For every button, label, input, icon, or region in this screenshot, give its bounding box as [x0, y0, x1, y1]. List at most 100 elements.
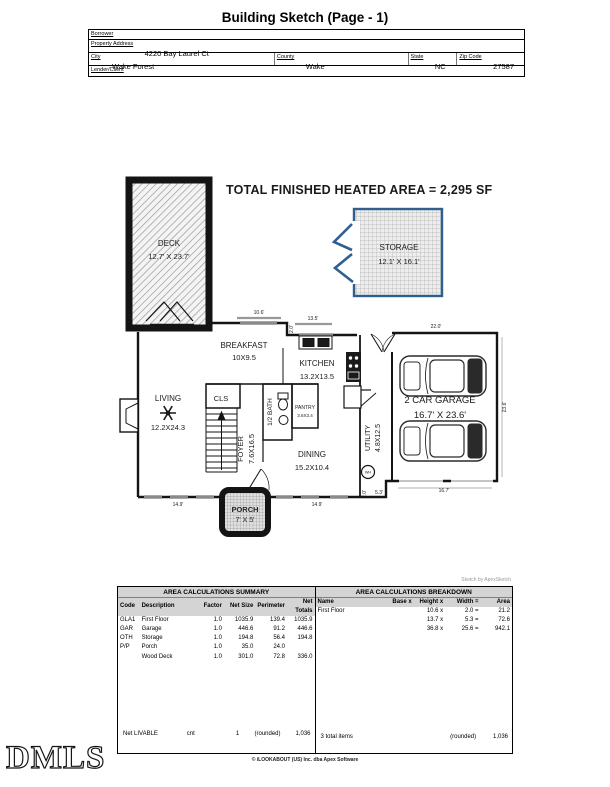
utility-label: UTILITY: [365, 425, 372, 451]
room-breakfast: BREAKFAST 10X9.5: [220, 341, 267, 362]
storage-dims: 12.1' X 16.1': [378, 257, 420, 266]
room-foyer: FOYER 7.6X16.5: [236, 434, 256, 464]
room-pantry: PANTRY 3.6X3.4: [295, 405, 315, 418]
pantry-label: PANTRY: [295, 405, 315, 411]
property-address-label: Property Address: [91, 41, 134, 47]
kitchen-label: KITCHEN: [299, 359, 334, 368]
svg-text:14.9': 14.9': [173, 502, 184, 508]
city-county-state-zip-row: City Wake Forest County Wake State NC Zi…: [89, 53, 524, 71]
dimension-lines: [237, 316, 503, 489]
heated-area-text: TOTAL FINISHED HEATED AREA = 2,295 SF: [226, 183, 493, 197]
state-field[interactable]: NC: [434, 62, 446, 71]
svg-text:23.6': 23.6': [502, 402, 508, 413]
stairs-up-arrow-icon: [217, 410, 226, 421]
porch-dims: 7' X 5': [235, 517, 254, 524]
room-dining: DINING 15.2X10.4: [295, 450, 329, 472]
borrower-label: Borrower: [91, 31, 114, 37]
svg-text:14.9': 14.9': [312, 502, 323, 508]
living-dims: 12.2X24.3: [151, 423, 185, 432]
county-label: County: [276, 54, 295, 60]
breakfast-dims: 10X9.5: [232, 353, 256, 362]
living-label: LIVING: [155, 394, 181, 403]
room-living: LIVING 12.2X24.3: [151, 394, 185, 432]
break-mark-icon: [331, 223, 353, 252]
summary-table-title: AREA CALCULATIONS SUMMARY: [118, 587, 315, 598]
total-items-row: 3 total items (rounded) 1,036: [320, 734, 509, 740]
summary-table-panel: AREA CALCULATIONS SUMMARY Code Descripti…: [118, 587, 316, 753]
pantry-dims: 3.6X3.4: [297, 413, 313, 418]
interior-walls: [205, 348, 371, 462]
property-form: Borrower Property Address 4220 Bay Laure…: [88, 29, 525, 77]
county-field[interactable]: Wake: [305, 62, 325, 71]
exterior-walls: [136, 321, 499, 499]
bath-sink-icon: [278, 415, 289, 425]
window-symbols: [144, 321, 348, 499]
water-heater-icon: [360, 464, 376, 480]
foyer-dims: 7.6X16.5: [247, 434, 256, 464]
staircase: [205, 407, 238, 473]
property-address-field[interactable]: 4220 Bay Laurel Ct: [144, 49, 209, 58]
room-utility: UTILITY 4.8X12.5 WH: [360, 424, 382, 480]
dining-label: DINING: [298, 450, 326, 459]
breakdown-table: Name Base x Height x Width = Area First …: [315, 597, 512, 635]
fireplace-icon: [119, 398, 139, 433]
dimension-labels: 10.6' 2.0' 13.5' 22.0' 23.6' 16.7' 14.9'…: [173, 310, 508, 508]
svg-text:13.5': 13.5': [308, 316, 319, 322]
dmls-watermark: DMLS: [5, 739, 106, 776]
utility-dims: 4.8X12.5: [375, 424, 382, 452]
room-storage: STORAGE 12.1' X 16.1': [331, 207, 444, 298]
foyer-label: FOYER: [236, 436, 245, 462]
property-address-row: Property Address 4220 Bay Laurel Ct: [89, 40, 524, 58]
lender-row: Lender/Client: [89, 66, 524, 76]
svg-text:2.0': 2.0': [362, 490, 368, 498]
garage-dims: 16.7' X 23.6': [414, 410, 466, 421]
room-porch: PORCH 7' X 5': [219, 487, 271, 537]
car-icon: [399, 355, 487, 397]
garage-label: 2 CAR GARAGE: [404, 395, 475, 406]
kitchen-sink-icon: [298, 335, 333, 350]
area-calculations-panel: AREA CALCULATIONS SUMMARY Code Descripti…: [117, 586, 513, 754]
deck-steps-icon: [145, 301, 194, 322]
deck-label: DECK: [158, 239, 181, 248]
storage-label: STORAGE: [380, 243, 419, 252]
half-bath-label: 1/2 BATH: [267, 398, 274, 426]
room-deck: DECK 12.7' X 23.7': [125, 176, 213, 332]
stove-icon: [346, 352, 361, 382]
garage-doors: [399, 478, 493, 484]
zip-field[interactable]: 27587: [493, 62, 515, 71]
car-icon: [399, 420, 487, 462]
breakdown-table-panel: AREA CALCULATIONS BREAKDOWN Name Base x …: [315, 587, 512, 753]
room-half-bath: 1/2 BATH: [267, 392, 289, 426]
lender-label: Lender/Client: [91, 67, 124, 73]
porch-label: PORCH: [231, 505, 258, 514]
copyright-footer: © iLOOKABOUT (US) Inc. dba Apex Software: [251, 757, 359, 763]
page-title: Building Sketch (Page - 1): [221, 10, 389, 25]
room-kitchen: KITCHEN 13.2X13.5: [298, 335, 362, 409]
dining-dims: 15.2X10.4: [295, 463, 329, 472]
summary-table: Code Description Factor Net Size Perimet…: [118, 597, 315, 662]
svg-text:16.7': 16.7': [439, 488, 450, 494]
refrigerator-icon: [343, 385, 362, 409]
city-label: City: [91, 54, 101, 60]
floor-plan-sketch: TOTAL FINISHED HEATED AREA = 2,295 SF DE…: [119, 176, 508, 537]
city-field[interactable]: Wake Forest: [111, 62, 155, 71]
svg-text:10.6': 10.6': [254, 310, 265, 316]
svg-text:22.0': 22.0': [431, 324, 442, 330]
deck-dims: 12.7' X 23.7': [148, 252, 190, 261]
borrower-row: Borrower: [89, 30, 524, 40]
state-label: State: [410, 54, 424, 60]
closet-label: CLS: [214, 394, 229, 403]
sketch-credit: Sketch by ApexSketch: [461, 577, 511, 583]
kitchen-dims: 13.2X13.5: [300, 372, 334, 381]
svg-text:5.3': 5.3': [375, 490, 383, 496]
breakfast-label: BREAKFAST: [220, 341, 267, 350]
